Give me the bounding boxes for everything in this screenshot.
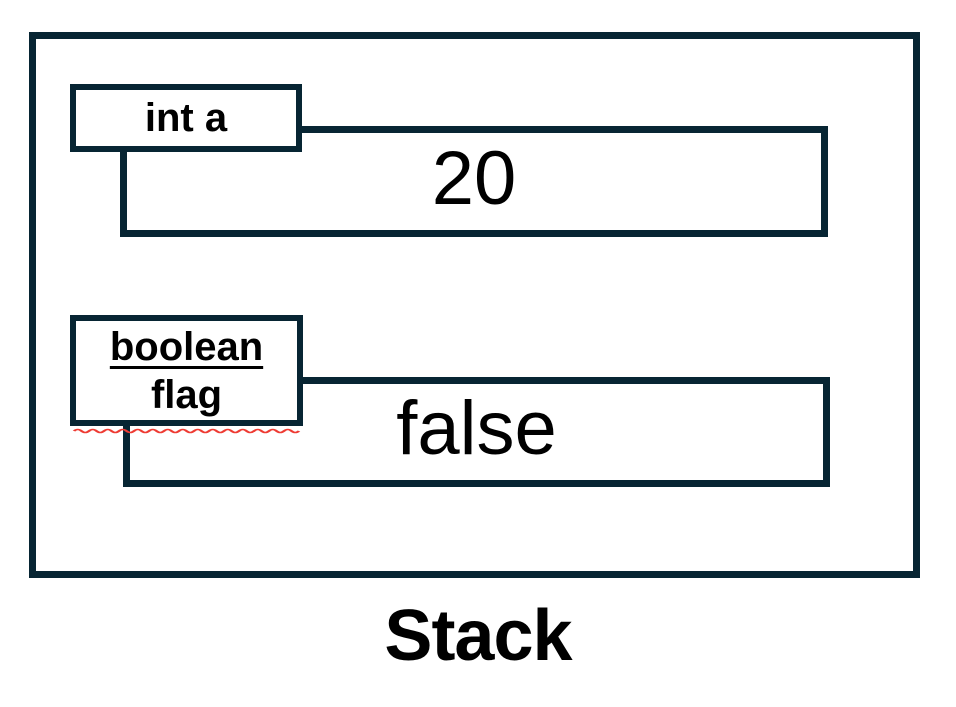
- variable-label-box-boolean-flag: boolean flag: [70, 315, 303, 434]
- variable-label-int-a: int a: [144, 96, 228, 140]
- variable-label-line-boolean: boolean: [72, 323, 301, 434]
- variable-value-flag: false: [396, 386, 557, 471]
- underlined-misspelled-word: boolean: [109, 324, 264, 369]
- stack-caption: Stack: [384, 596, 572, 676]
- variable-label-box-int-a: int a: [70, 84, 302, 152]
- spellcheck-squiggle-icon: [72, 428, 301, 434]
- variable-value-box-a: 20: [120, 126, 828, 237]
- variable-label-line-flag: flag: [150, 372, 223, 417]
- stack-frame-outline: [29, 32, 920, 578]
- variable-value-a: 20: [431, 135, 517, 221]
